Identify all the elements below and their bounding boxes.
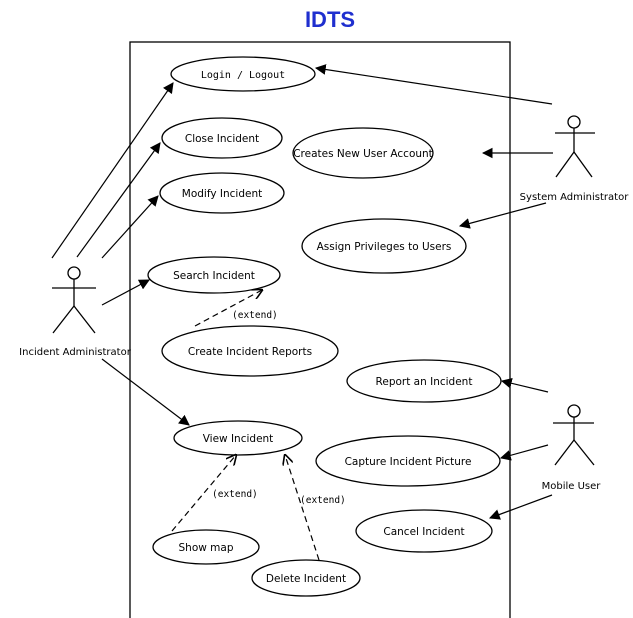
use-case-view-incident: View Incident xyxy=(173,420,303,456)
actor-label-incident-administrator: Incident Administrator xyxy=(19,347,132,358)
use-case-label: Cancel Incident xyxy=(383,526,464,538)
use-case-creates-new-user-account: Creates New User Account xyxy=(292,127,434,179)
assoc-sysadmin-login xyxy=(314,64,553,105)
use-case-show-map: Show map xyxy=(152,529,260,565)
assoc-sysadmin-assign-privileges xyxy=(458,202,547,229)
use-case-label: Search Incident xyxy=(173,270,255,282)
extend-show-map-to-view xyxy=(171,455,236,532)
use-case-label: Delete Incident xyxy=(266,573,346,585)
actor-label-system-administrator: System Administrator xyxy=(520,192,630,203)
use-case-cancel-incident: Cancel Incident xyxy=(355,509,493,553)
assoc-incident-admin-modify xyxy=(101,195,159,259)
extend-delete-to-view xyxy=(285,455,320,561)
use-case-login-logout: Login / Logout xyxy=(170,56,316,92)
use-case-label: Capture Incident Picture xyxy=(345,456,472,468)
assoc-mobile-report xyxy=(500,378,549,393)
system-boundary xyxy=(129,41,511,618)
actor-head xyxy=(67,266,81,280)
actor-head xyxy=(567,404,581,418)
use-case-label: Create Incident Reports xyxy=(188,346,312,358)
use-case-search-incident: Search Incident xyxy=(147,256,281,294)
extend-label-search: (extend) xyxy=(232,310,278,321)
extend-label-show-map: (extend) xyxy=(212,489,258,500)
use-case-label: Close Incident xyxy=(185,133,259,145)
use-case-label: Report an Incident xyxy=(376,376,473,388)
assoc-incident-admin-close xyxy=(76,142,161,258)
use-case-label: Creates New User Account xyxy=(293,148,433,160)
use-case-report-an-incident: Report an Incident xyxy=(346,359,502,403)
assoc-incident-admin-login xyxy=(51,82,174,259)
use-case-label: View Incident xyxy=(203,433,274,445)
actor-head xyxy=(567,115,581,129)
use-case-assign-privileges: Assign Privileges to Users xyxy=(301,218,467,274)
assoc-mobile-cancel xyxy=(488,494,553,520)
use-case-label: Show map xyxy=(179,542,234,554)
use-case-label: Modify Incident xyxy=(182,188,262,200)
use-case-modify-incident: Modify Incident xyxy=(159,172,285,214)
assoc-mobile-capture xyxy=(499,444,549,461)
actor-mobile-user xyxy=(553,404,595,466)
actor-label-mobile-user: Mobile User xyxy=(542,481,602,492)
extend-create-reports-to-search xyxy=(194,290,262,327)
use-case-label: Login / Logout xyxy=(201,70,285,81)
use-case-close-incident: Close Incident xyxy=(161,117,283,159)
assoc-incident-admin-view xyxy=(101,358,190,426)
extend-label-delete: (extend) xyxy=(300,495,346,506)
actor-system-administrator xyxy=(555,115,595,178)
use-case-label: Assign Privileges to Users xyxy=(317,241,452,253)
use-case-create-incident-reports: Create Incident Reports xyxy=(161,325,339,377)
use-case-delete-incident: Delete Incident xyxy=(251,559,361,597)
assoc-incident-admin-search xyxy=(101,279,150,306)
actor-incident-administrator xyxy=(52,266,96,334)
use-case-capture-incident-picture: Capture Incident Picture xyxy=(315,435,501,487)
diagram-title: IDTS xyxy=(305,7,355,32)
